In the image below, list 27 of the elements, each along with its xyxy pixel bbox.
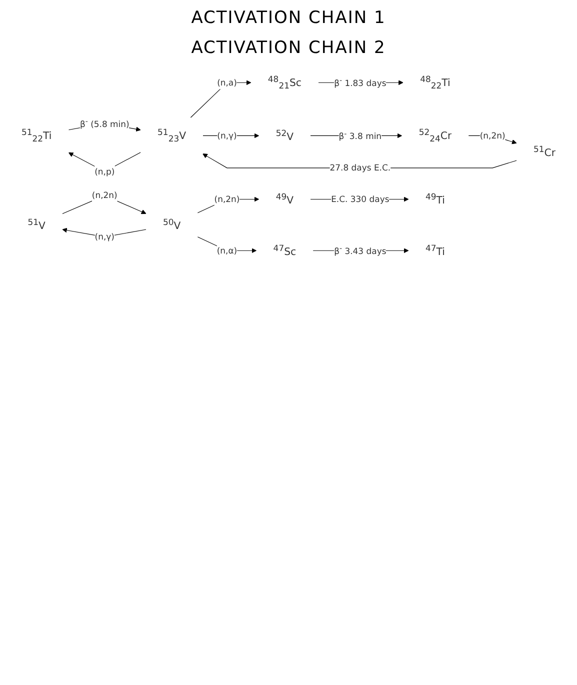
edge-label: (n,γ) xyxy=(217,130,237,141)
edge-label: (n,a) xyxy=(217,77,237,88)
edge-label: β$^{-}$ 3.43 days xyxy=(334,244,386,256)
edge-label: β$^{-}$ 1.83 days xyxy=(334,76,386,88)
edge-label: (n,γ) xyxy=(94,232,114,242)
edge-label: (n,2n) xyxy=(480,130,506,141)
node-text: $^{51}$Cr xyxy=(534,144,556,159)
chain-heading: ACTIVATION CHAIN 2 xyxy=(191,38,386,58)
edge-label: (n,p) xyxy=(94,166,115,177)
arrow xyxy=(197,236,257,254)
node-text: $^{49}$Ti xyxy=(425,192,445,206)
arrow xyxy=(62,228,146,238)
edge-label: β$^{-}$ (5.8 min) xyxy=(80,116,130,130)
diagram-title: ACTIVATION CHAIN 1 xyxy=(191,8,386,28)
node-text: $^{50}$V xyxy=(162,217,181,232)
edge-label: 27.8 days E.C. xyxy=(330,162,391,173)
edge-label: β$^{-}$ 3.8 min xyxy=(338,129,382,142)
edge-label: (n,2n) xyxy=(214,194,240,204)
arrow xyxy=(190,80,252,118)
node-text: $^{47}$Ti xyxy=(425,242,445,258)
edge-label: E.C. 330 days xyxy=(331,194,390,204)
node-text: $^{49}$V xyxy=(276,192,294,206)
edge-label: (n,α) xyxy=(216,245,238,256)
node-text: $^{47}$Sc xyxy=(273,242,296,258)
edge-label: (n,2n) xyxy=(92,190,118,201)
node-text: $^{52}$V xyxy=(276,128,294,143)
node-text: $^{51}$V xyxy=(28,217,46,232)
